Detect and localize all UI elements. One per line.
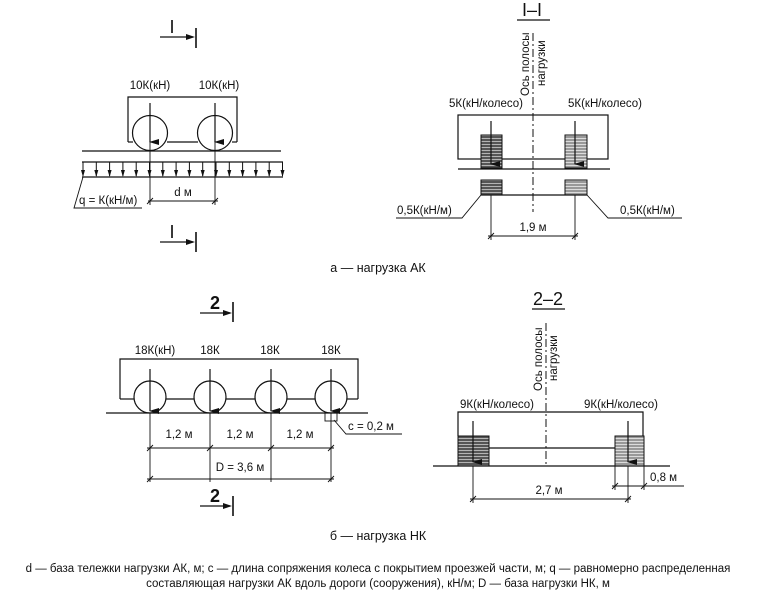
distributed-load-arrowhead — [227, 170, 232, 177]
dimension-tick — [206, 444, 214, 452]
wheel-width-label: 0,8 м — [650, 472, 677, 484]
axis-label-line1-nk: Ось полосы — [533, 327, 545, 391]
strip-load-right — [564, 179, 588, 196]
wheel-load-right: 5К(кН/колесо) — [568, 98, 642, 110]
axle-load-3: 18К — [260, 345, 280, 357]
strip-load-label-right: 0,5К(кН/м) — [620, 205, 675, 217]
dimension-tick — [267, 444, 275, 452]
wheel-load-left: 5К(кН/колесо) — [449, 98, 523, 110]
caption-b: б — нагрузка НК — [330, 529, 427, 543]
spacing-label-3: 1,2 м — [286, 429, 313, 441]
caption-a: а — нагрузка АК — [330, 261, 426, 275]
axle-load-left: 10К(кН) — [130, 80, 171, 92]
panel-a-section-view: I–I Ось полосы нагрузки 5К(кН/колесо) 5К… — [396, 0, 682, 240]
section-mark-bottom-b: 2 — [200, 486, 234, 516]
section-mark-label: 2 — [210, 486, 220, 506]
strip-load-left — [480, 179, 503, 196]
dimension-tick — [146, 475, 154, 483]
axle-load-4: 18К — [321, 345, 341, 357]
dimension-tick — [146, 444, 154, 452]
section-mark-bottom-a: I — [160, 222, 197, 252]
distributed-load-arrowhead — [160, 170, 165, 177]
axis-label-line2-nk: нагрузки — [548, 335, 560, 381]
distributed-load-arrowhead — [253, 170, 258, 177]
legend-line-2: составляющая нагрузки АК вдоль дороги (с… — [146, 578, 610, 590]
distributed-load-arrowhead — [240, 170, 245, 177]
vehicle-body-section — [457, 114, 609, 160]
axle-load-right: 10К(кН) — [199, 80, 240, 92]
vehicle-body-section-nk — [457, 411, 644, 436]
section-title-b: 2–2 — [533, 289, 563, 309]
distributed-load-arrowhead — [107, 170, 112, 177]
section-mark-top-a: I — [160, 17, 197, 48]
section-mark-top-b: 2 — [200, 293, 234, 322]
distributed-load-arrowhead — [120, 170, 125, 177]
distributed-load-arrowhead — [174, 170, 179, 177]
spacing-label-1: 1,2 м — [165, 429, 192, 441]
axis-label-line1: Ось полосы — [520, 32, 532, 96]
panel-b-section-view: 2–2 Ось полосы нагрузки 9К(кН/колесо) 9К… — [433, 289, 684, 503]
q-leader — [73, 176, 142, 209]
strip-load-label-left: 0,5К(кН/м) — [397, 205, 452, 217]
distributed-load-arrowhead — [200, 170, 205, 177]
nk-dimensions — [146, 413, 335, 483]
distributed-load-arrowhead — [147, 170, 152, 177]
distributed-load-arrowhead — [267, 170, 272, 177]
axle-load-2: 18К — [200, 345, 220, 357]
wheel-load-left-nk: 9К(кН/колесо) — [460, 399, 534, 411]
distributed-load-arrowhead — [81, 170, 85, 177]
wheel-right-section-nk — [614, 435, 645, 467]
distributed-load-arrowhead — [94, 170, 99, 177]
section-mark-label: I — [169, 222, 174, 242]
distributed-load-arrowhead — [134, 170, 139, 177]
panel-b-side-view: 2 18К(кН) 18К 18К 18К c = 0,2 м 1,2 м 1,… — [106, 293, 402, 516]
vehicle-body-nk — [119, 358, 359, 399]
legend-line-1: d — база тележки нагрузки АК, м; c — дли… — [26, 563, 731, 575]
distributed-load-arrowhead — [187, 170, 192, 177]
distributed-load — [81, 161, 285, 178]
axle-load-1: 18К(кН) — [135, 345, 176, 357]
c-dimension-label: c = 0,2 м — [348, 421, 394, 433]
track-dimension-label-nk: 2,7 м — [535, 485, 562, 497]
vehicle-body — [127, 96, 238, 142]
dimension-tick — [327, 444, 335, 452]
D-dimension-label: D = 3,6 м — [216, 462, 265, 474]
track-dimension-label: 1,9 м — [519, 222, 546, 234]
wheel-load-right-nk: 9К(кН/колесо) — [584, 399, 658, 411]
section-mark-label: 2 — [210, 293, 220, 313]
d-dimension-label: d м — [174, 187, 192, 199]
nk-wheels — [120, 369, 358, 414]
section-mark-label: I — [169, 17, 174, 37]
distributed-load-arrowhead — [280, 170, 285, 177]
dimension-tick — [327, 475, 335, 483]
spacing-label-2: 1,2 м — [226, 429, 253, 441]
wheel-right-section — [564, 134, 588, 169]
panel-a-side-view: I 10К(кН) 10К(кН) q = К(кН/м) — [73, 17, 285, 252]
distributed-load-label: q = К(кН/м) — [79, 195, 137, 207]
section-title-a: I–I — [522, 0, 542, 20]
axis-label-line2: нагрузки — [536, 40, 548, 86]
